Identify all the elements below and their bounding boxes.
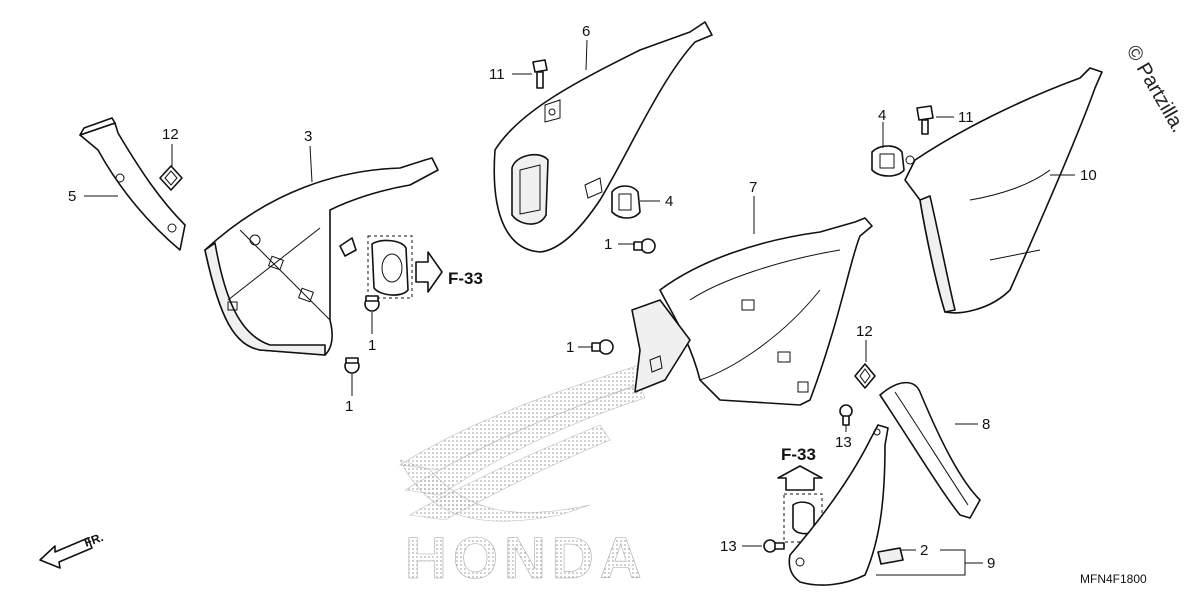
callout-1-left-b: 1 xyxy=(345,398,353,415)
part-6-upper-cover xyxy=(493,21,713,253)
honda-wing-watermark: HONDA xyxy=(399,364,651,591)
part-12-clip-left xyxy=(159,165,183,191)
callout-4-center: 4 xyxy=(665,193,673,210)
callout-11-upper: 11 xyxy=(489,66,505,83)
callout-7: 7 xyxy=(749,179,757,196)
callout-1-center-a: 1 xyxy=(604,236,612,253)
callout-1-left-a: 1 xyxy=(368,337,376,354)
callouts: 3 5 12 1 1 6 11 4 7 1 1 4 11 10 12 8 13 … xyxy=(68,23,1097,572)
part-12-clip-right xyxy=(854,363,876,389)
bolt-11-upper xyxy=(532,59,548,89)
part-10-right-side-cover xyxy=(904,67,1103,314)
part-8-trim-strip xyxy=(879,381,981,519)
diagram-code: MFN4F1800 xyxy=(1080,572,1147,586)
callout-4-right: 4 xyxy=(878,107,886,124)
callout-6: 6 xyxy=(582,23,590,40)
callout-5: 5 xyxy=(68,188,76,205)
callout-1-center-b: 1 xyxy=(566,339,574,356)
part-4-grommet-right xyxy=(871,145,905,177)
front-label: FR. xyxy=(82,530,105,550)
callout-3: 3 xyxy=(304,128,312,145)
bolt-1-left-b xyxy=(344,357,360,374)
bolt-1-left-a xyxy=(364,295,380,312)
front-direction-arrow: FR. xyxy=(39,530,105,569)
f33-reference-left: F-33 xyxy=(415,251,483,293)
part-3-left-side-cover xyxy=(204,157,439,356)
callout-11-right: 11 xyxy=(958,109,974,126)
part-4-grommet-center xyxy=(611,185,641,219)
screw-13-lower xyxy=(763,539,785,553)
callout-8: 8 xyxy=(982,416,990,433)
grommet-left xyxy=(339,235,413,299)
callout-12-left: 12 xyxy=(162,126,179,143)
copyright-text: © Partzilla. xyxy=(1122,42,1190,137)
part-2-lower-side-cover xyxy=(788,424,904,586)
f33-label-lower: F-33 xyxy=(781,445,816,464)
part-7-center-cover xyxy=(631,217,873,406)
callout-12-right: 12 xyxy=(856,323,873,340)
callout-10: 10 xyxy=(1080,167,1097,184)
bolt-1-center-b xyxy=(591,339,614,355)
callout-2: 2 xyxy=(920,542,928,559)
callout-13-upper: 13 xyxy=(835,434,852,451)
honda-watermark-text: HONDA xyxy=(405,526,648,591)
bolt-11-right xyxy=(916,105,934,135)
screw-13-upper xyxy=(839,404,853,426)
leader-lines xyxy=(84,39,1075,576)
part-5-bracket xyxy=(79,117,186,251)
bolt-1-center-a xyxy=(633,238,656,254)
callout-9: 9 xyxy=(987,555,995,572)
f33-label-left: F-33 xyxy=(448,269,483,288)
callout-13-lower: 13 xyxy=(720,538,737,555)
